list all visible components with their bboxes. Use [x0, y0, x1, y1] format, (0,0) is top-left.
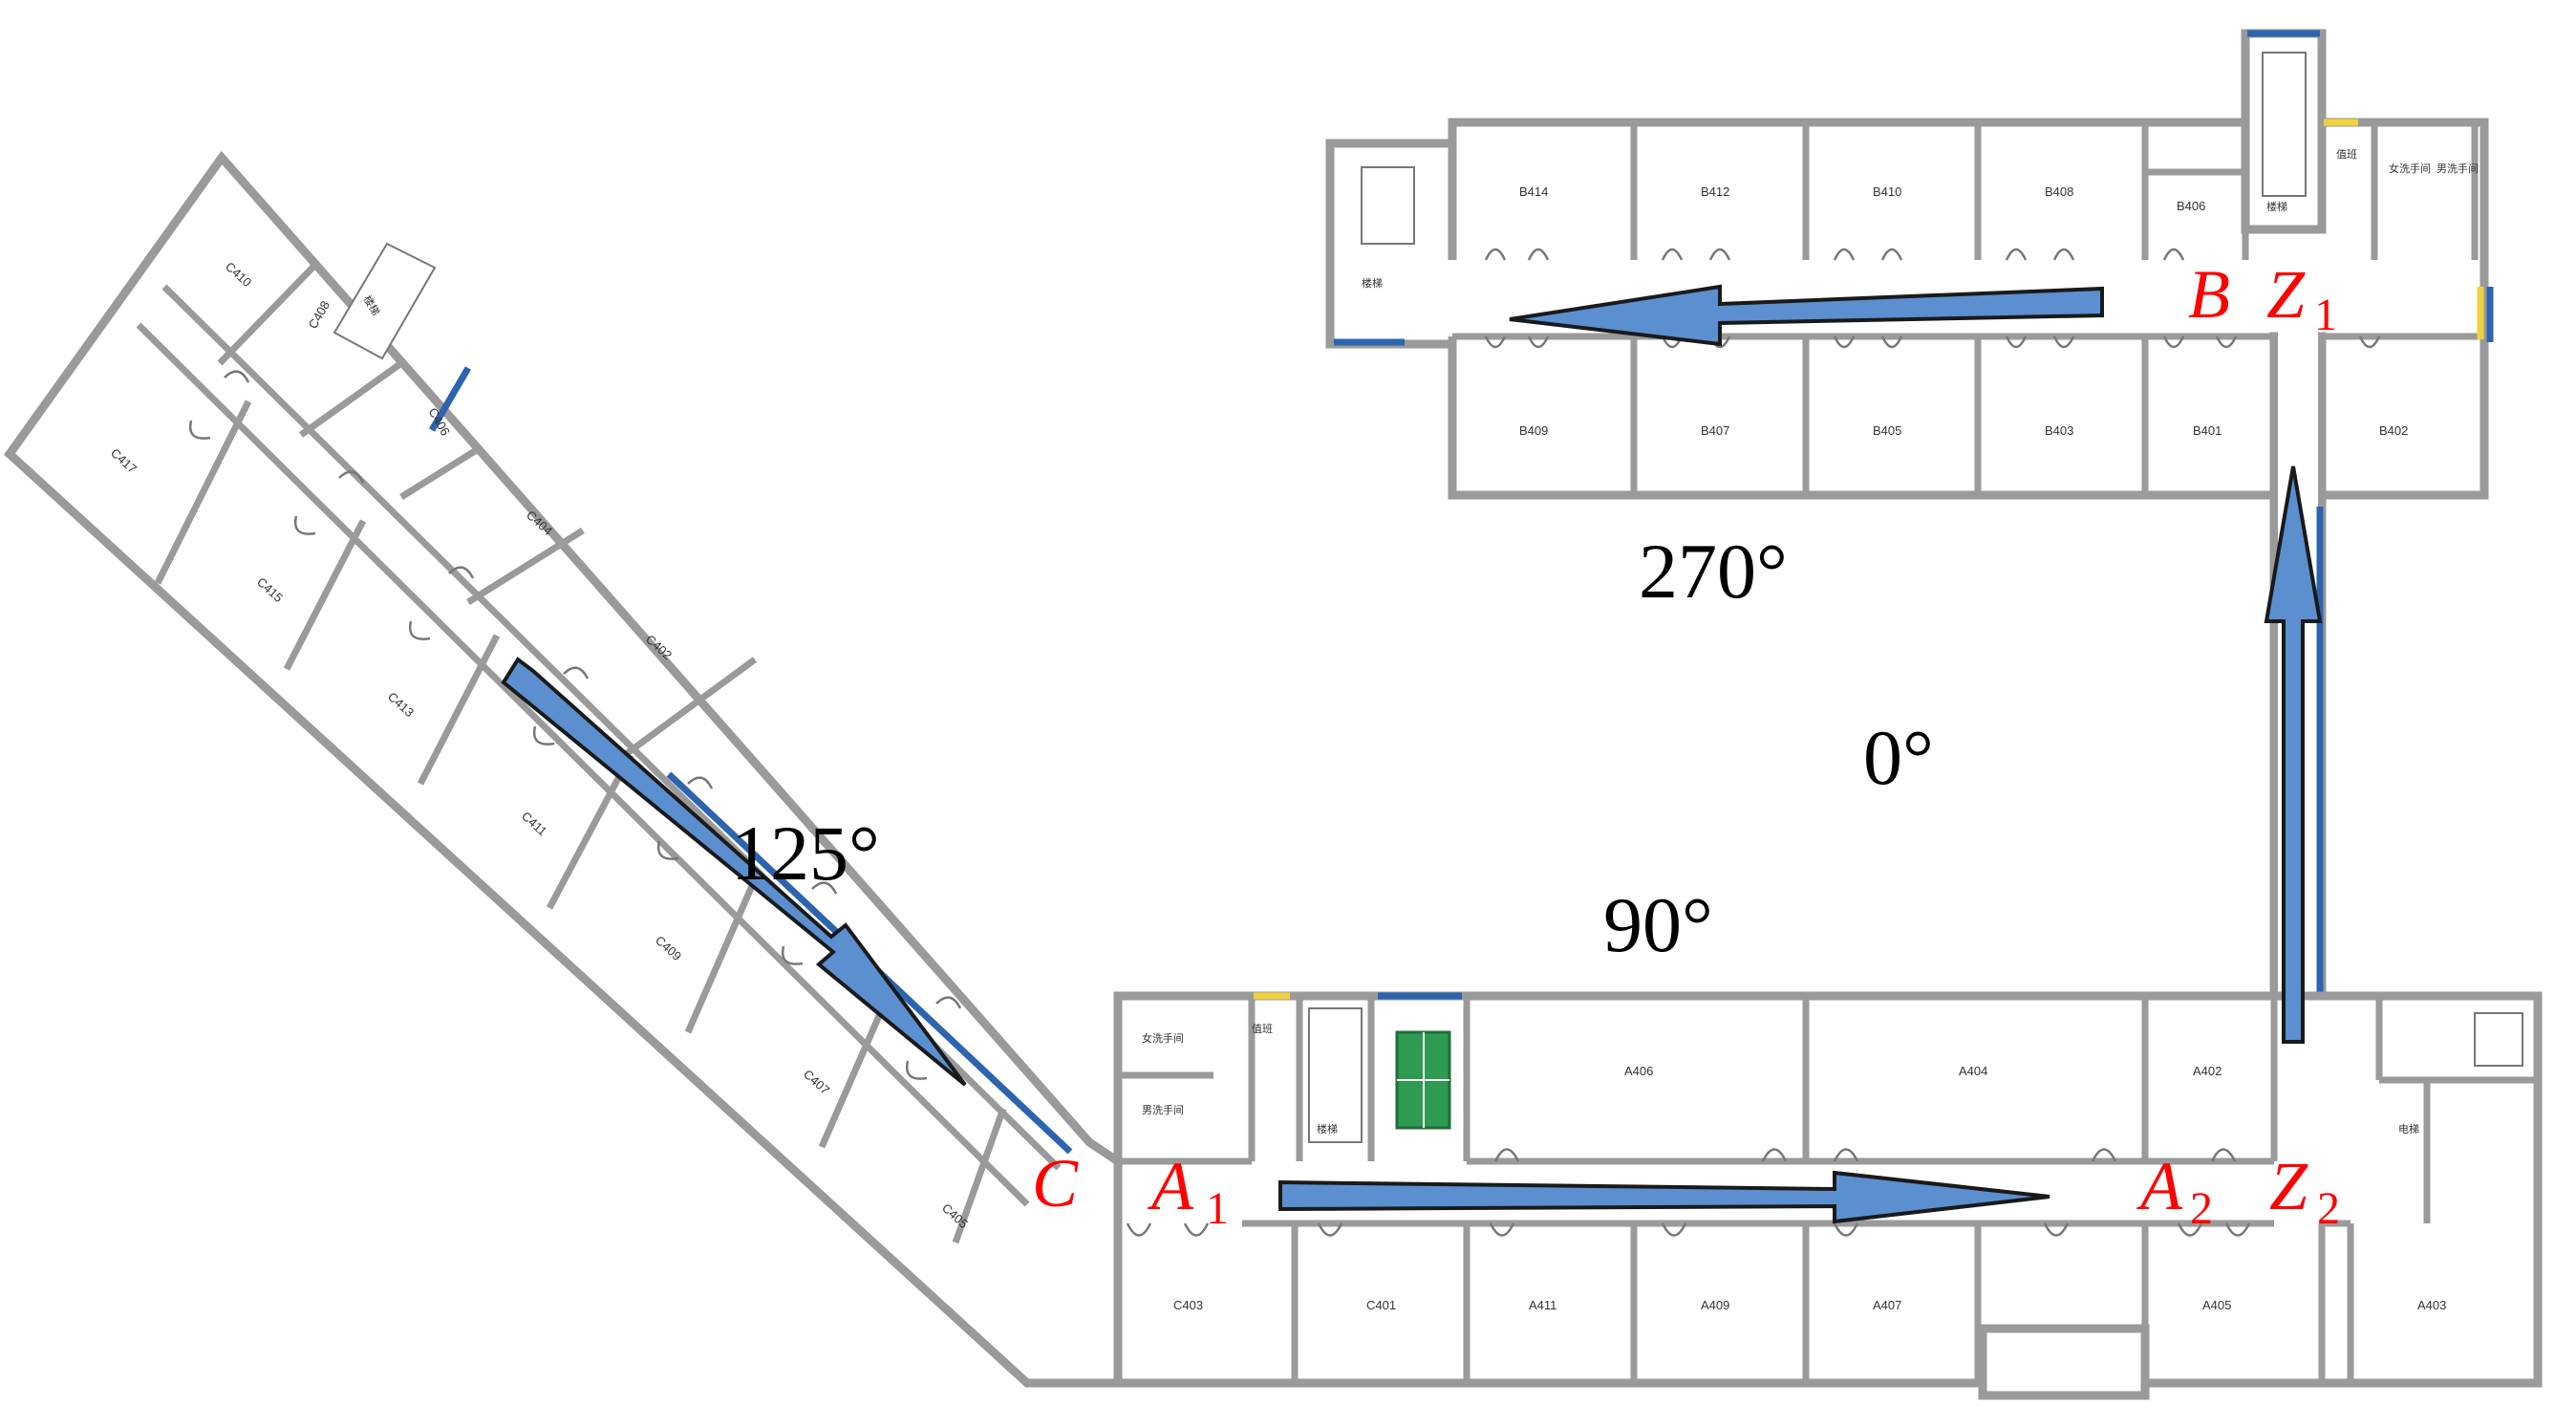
room-b408: B408	[2045, 184, 2073, 199]
point-markers: B Z 1 C A 1 A 2 Z 2	[1032, 256, 2340, 1234]
male-wc-label: 男洗手间	[1142, 1103, 1184, 1116]
marker-z1-sub: 1	[2314, 290, 2337, 340]
room-b410: B410	[1873, 184, 1901, 199]
marker-a1: A 1	[1148, 1148, 1229, 1234]
angle-label-0: 0°	[1863, 714, 1934, 801]
stair-label: 楼梯	[2266, 200, 2287, 213]
room-b402: B402	[2379, 423, 2408, 438]
room-a406: A406	[1624, 1064, 1653, 1078]
angle-label-90: 90°	[1603, 881, 1713, 968]
room-c401: C401	[1366, 1298, 1396, 1312]
marker-z2: Z 2	[2269, 1148, 2340, 1234]
building-b: B414 B412 B410 B408 B406 B409 B407 B405 …	[1325, 29, 2494, 500]
arrow-270	[1509, 284, 2104, 347]
room-a409: A409	[1701, 1298, 1729, 1312]
elevator-label: 电梯	[2398, 1123, 2419, 1135]
room-a402: A402	[2193, 1064, 2222, 1078]
room-b409: B409	[1519, 423, 1548, 438]
female-wc-label: 女洗手间	[1142, 1031, 1184, 1045]
room-b407: B407	[1701, 423, 1729, 438]
duty-label: 值班	[2336, 148, 2357, 161]
marker-z2-main: Z	[2269, 1148, 2308, 1224]
room-a411: A411	[1529, 1298, 1556, 1312]
room-a404: A404	[1959, 1064, 1987, 1078]
angle-label-125: 125°	[731, 810, 880, 897]
room-a403: A403	[2417, 1298, 2446, 1312]
room-b414: B414	[1519, 184, 1548, 199]
building-c: C410 C408 C406 C404 C402 C417 C415 C413 …	[4, 150, 1123, 1388]
marker-a2-sub: 2	[2190, 1183, 2213, 1234]
marker-a1-sub: 1	[1206, 1183, 1229, 1234]
male-wc-label: 男洗手间	[2436, 162, 2479, 175]
room-b401: B401	[2193, 423, 2222, 438]
arrow-125	[501, 657, 967, 1087]
room-b403: B403	[2045, 423, 2073, 438]
marker-c: C	[1032, 1145, 1079, 1222]
angle-label-270: 270°	[1639, 528, 1788, 615]
duty-label: 值班	[1252, 1023, 1273, 1035]
arrow-0	[2264, 465, 2323, 1044]
arrow-90	[1278, 1170, 2050, 1224]
room-a407: A407	[1873, 1298, 1901, 1312]
marker-b: B	[2188, 256, 2230, 333]
marker-a2-main: A	[2136, 1148, 2183, 1224]
room-b405: B405	[1873, 423, 1901, 438]
stair-label: 楼梯	[1317, 1122, 1338, 1135]
marker-z1-main: Z	[2266, 256, 2306, 333]
room-b406: B406	[2177, 199, 2205, 213]
marker-a1-main: A	[1148, 1148, 1194, 1224]
female-wc-label: 女洗手间	[2389, 162, 2431, 175]
marker-a2: A 2	[2136, 1148, 2213, 1234]
room-c403: C403	[1173, 1298, 1203, 1312]
room-b412: B412	[1701, 184, 1729, 199]
room-a405: A405	[2202, 1298, 2231, 1312]
marker-z2-sub: 2	[2317, 1183, 2340, 1234]
marker-z1: Z 1	[2266, 256, 2337, 340]
route-arrows	[501, 284, 2323, 1224]
stair-label: 楼梯	[1362, 276, 1383, 290]
